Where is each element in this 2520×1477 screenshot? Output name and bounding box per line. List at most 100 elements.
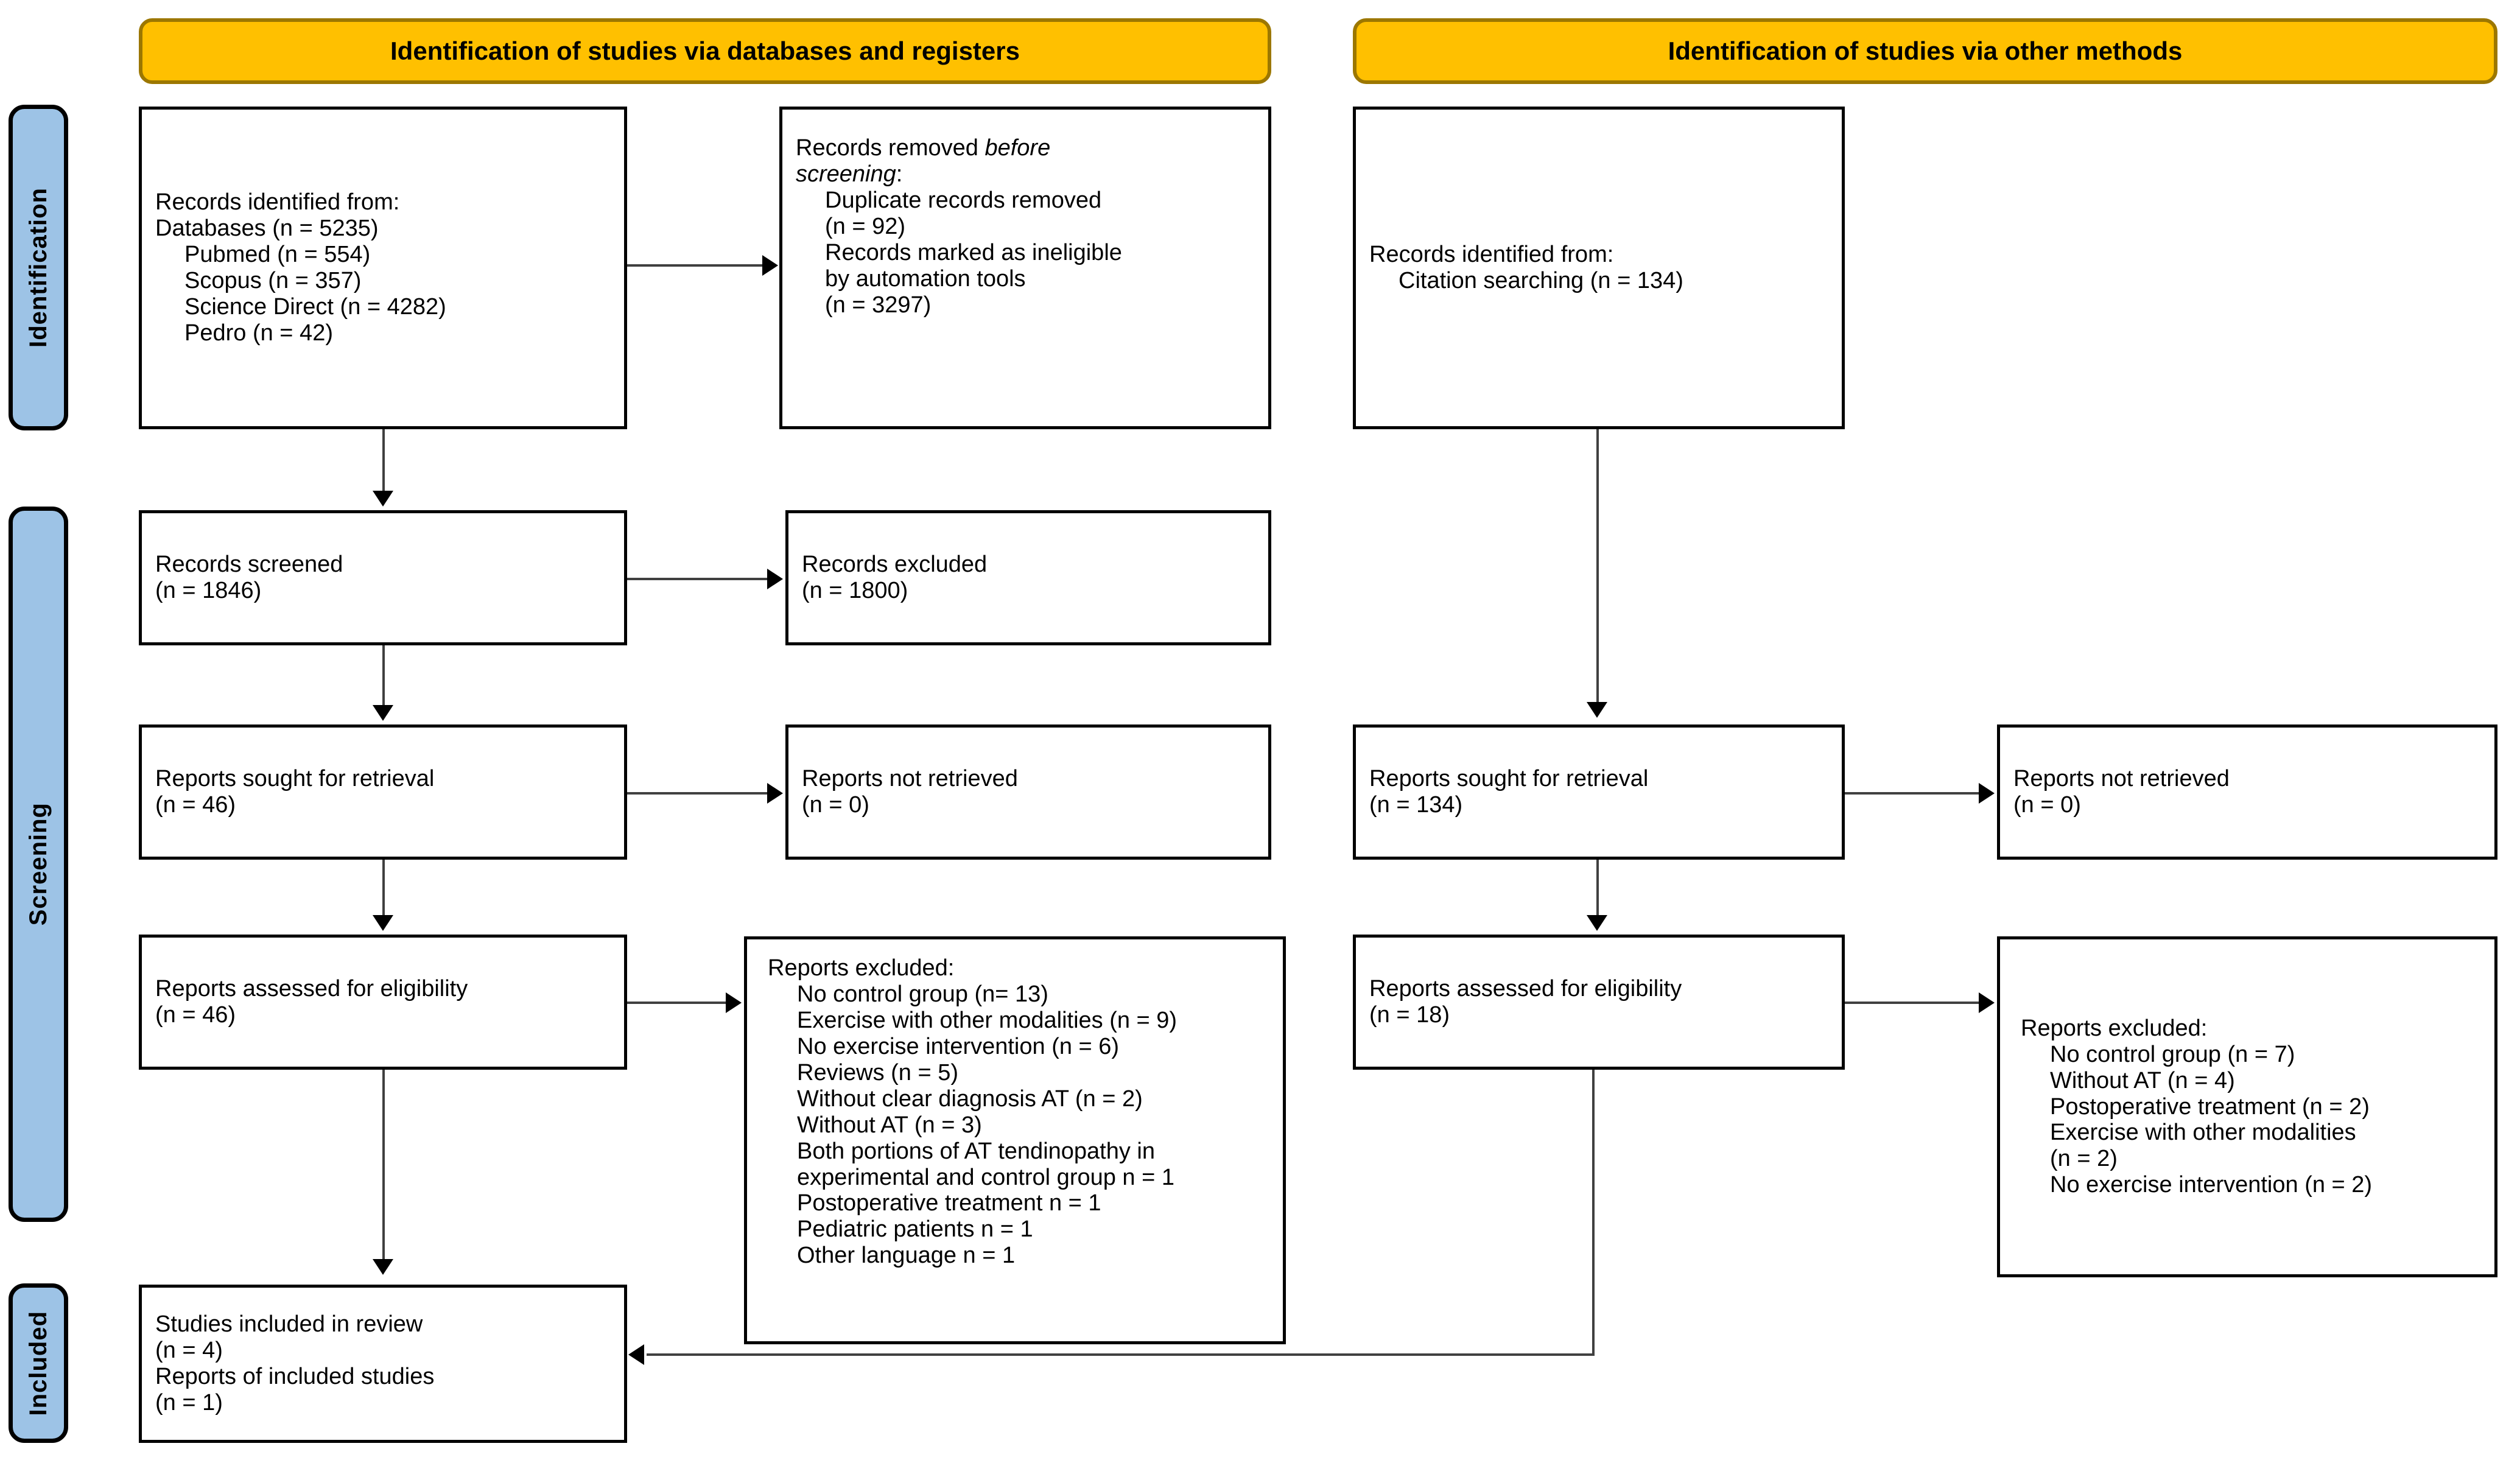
box-line: Pedro (n = 42) <box>184 320 333 346</box>
box-reports-assessed-other: Reports assessed for eligibility (n = 18… <box>1353 935 1845 1070</box>
box-line: (n = 1800) <box>802 578 908 603</box>
box-line: No control group (n = 7) <box>2050 1041 2295 1067</box>
box-line: Reports excluded: <box>2021 1015 2208 1041</box>
connector-assessed-to-excluded-db <box>627 1002 727 1004</box>
box-line: (n = 1) <box>155 1389 223 1416</box>
box-line: (n = 18) <box>1369 1002 1450 1028</box>
arrow-down-icon <box>1587 915 1607 931</box>
box-line: (n = 4) <box>155 1338 223 1364</box>
box-reports-sought-databases: Reports sought for retrieval (n = 46) <box>139 724 627 860</box>
box-line: Postoperative treatment n = 1 <box>797 1190 1101 1216</box>
connector-screened-to-excluded <box>627 578 768 580</box>
stage-band-identification: Identification <box>9 105 68 430</box>
box-line: screening: <box>796 161 903 187</box>
box-records-excluded: Records excluded (n = 1800) <box>785 510 1271 645</box>
box-line: Without AT (n = 3) <box>797 1112 982 1138</box>
box-records-removed-before-screening: Records removed before screening: Duplic… <box>779 107 1271 429</box>
arrow-right-icon <box>762 255 778 276</box>
box-line: Exercise with other modalities (n = 9) <box>797 1007 1178 1033</box>
column-header-other-methods: Identification of studies via other meth… <box>1353 18 2497 84</box>
box-line: No exercise intervention (n = 6) <box>797 1033 1120 1059</box>
connector-identified-other-to-sought <box>1596 429 1599 704</box>
arrow-down-icon <box>1587 702 1607 718</box>
box-line: Reports not retrieved <box>802 766 1018 792</box>
column-header-databases-label: Identification of studies via databases … <box>390 37 1020 65</box>
connector-assessed-other-to-excluded <box>1845 1002 1980 1004</box>
box-line: Pubmed (n = 554) <box>184 242 371 268</box>
box-line: Both portions of AT tendinopathy in <box>797 1138 1155 1164</box>
box-line: Citation searching (n = 134) <box>1399 268 1683 293</box>
box-records-screened: Records screened (n = 1846) <box>139 510 627 645</box>
box-reports-excluded-other: Reports excluded: No control group (n = … <box>1997 936 2497 1277</box>
box-line: Studies included in review <box>155 1311 423 1338</box>
stage-band-included-label: Included <box>24 1310 52 1416</box>
arrow-down-icon <box>373 705 393 721</box>
box-reports-not-retrieved-other: Reports not retrieved (n = 0) <box>1997 724 2497 860</box>
box-line: Reports assessed for eligibility <box>1369 976 1682 1002</box>
box-line: Records removed before <box>796 135 1051 161</box>
box-line: Reports not retrieved <box>2013 766 2230 792</box>
box-line: (n = 46) <box>155 1002 236 1028</box>
box-line: Science Direct (n = 4282) <box>184 293 446 320</box>
box-line: Reports assessed for eligibility <box>155 976 468 1002</box>
box-line: (n = 134) <box>1369 792 1463 818</box>
box-line: (n = 2) <box>2050 1146 2118 1172</box>
arrow-left-icon <box>628 1344 644 1365</box>
box-line: Duplicate records removed <box>825 187 1102 213</box>
box-reports-excluded-databases: Reports excluded: No control group (n= 1… <box>744 936 1286 1344</box>
stage-band-included: Included <box>9 1283 68 1443</box>
column-header-databases: Identification of studies via databases … <box>139 18 1271 84</box>
arrow-right-icon <box>1979 992 1995 1013</box>
box-reports-assessed-databases: Reports assessed for eligibility (n = 46… <box>139 935 627 1070</box>
connector-assessed-other-down <box>1592 1070 1595 1356</box>
box-line: Reports sought for retrieval <box>1369 766 1649 792</box>
box-records-identified-other: Records identified from: Citation search… <box>1353 107 1845 429</box>
box-line: Postoperative treatment (n = 2) <box>2050 1093 2370 1120</box>
connector-identified-to-removed <box>627 264 763 267</box>
box-line: Exercise with other modalities <box>2050 1120 2356 1146</box>
box-line: Records screened <box>155 552 343 578</box>
box-reports-not-retrieved-databases: Reports not retrieved (n = 0) <box>785 724 1271 860</box>
connector-sought-other-to-not-retrieved <box>1845 792 1980 795</box>
box-line: Scopus (n = 357) <box>184 268 362 293</box>
box-records-identified-databases: Records identified from: Databases (n = … <box>139 107 627 429</box>
box-line: experimental and control group n = 1 <box>797 1164 1175 1190</box>
box-line: Reports excluded: <box>768 955 955 981</box>
box-line: (n = 3297) <box>825 292 932 318</box>
box-line: (n = 0) <box>802 792 869 818</box>
connector-sought-to-assessed <box>382 860 385 917</box>
arrow-right-icon <box>1979 783 1995 804</box>
arrow-down-icon <box>373 915 393 931</box>
box-line: Pediatric patients n = 1 <box>797 1216 1033 1243</box>
box-line: by automation tools <box>825 265 1026 292</box>
box-line: No control group (n= 13) <box>797 981 1048 1007</box>
connector-sought-other-to-assessed <box>1596 860 1599 917</box>
stage-band-screening-label: Screening <box>24 802 52 926</box>
arrow-down-icon <box>373 491 393 507</box>
box-line: Reports of included studies <box>155 1364 435 1389</box>
box-line: Reviews (n = 5) <box>797 1059 959 1086</box>
box-line: No exercise intervention (n = 2) <box>2050 1172 2373 1198</box>
connector-assessed-to-included <box>382 1070 385 1261</box>
connector-other-to-included <box>647 1353 1595 1356</box>
stage-band-identification-label: Identification <box>24 188 52 348</box>
connector-sought-to-not-retrieved <box>627 792 768 795</box>
box-line: (n = 92) <box>825 213 906 239</box>
connector-screened-to-sought <box>382 645 385 707</box>
box-line: Other language n = 1 <box>797 1243 1016 1269</box>
box-reports-sought-other: Reports sought for retrieval (n = 134) <box>1353 724 1845 860</box>
box-line: (n = 0) <box>2013 792 2081 818</box>
box-line: Records identified from: <box>1369 242 1614 268</box>
stage-band-screening: Screening <box>9 507 68 1222</box>
box-line: (n = 1846) <box>155 578 262 603</box>
arrow-right-icon <box>767 569 783 589</box>
box-line: Reports sought for retrieval <box>155 766 435 792</box>
box-line: (n = 46) <box>155 792 236 818</box>
arrow-down-icon <box>373 1259 393 1275</box>
box-line: Records excluded <box>802 552 988 578</box>
arrow-right-icon <box>767 783 783 804</box>
box-line: Records marked as ineligible <box>825 239 1122 265</box>
box-line: Records identified from: <box>155 189 400 216</box>
box-line: Databases (n = 5235) <box>155 216 379 242</box>
